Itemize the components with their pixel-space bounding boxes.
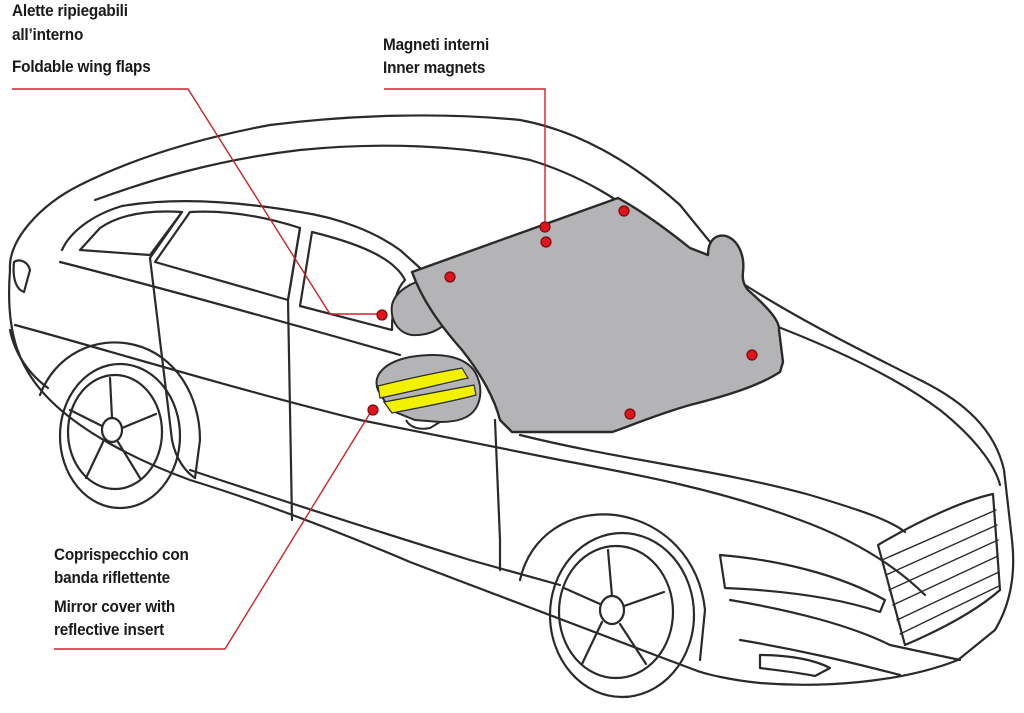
label-mirror-en-2: reflective insert	[54, 620, 165, 639]
flap-marker-icon	[376, 309, 388, 321]
front-bumper	[728, 598, 962, 677]
front-wheel-arch	[518, 513, 707, 662]
b-pillar	[286, 226, 302, 522]
leader-lines	[12, 88, 546, 650]
label-mirror-it-2: banda riflettente	[54, 568, 170, 587]
windshield-cover-icon	[410, 196, 785, 434]
rear-hub	[100, 416, 124, 444]
leader-magnets	[384, 88, 546, 226]
hood-line	[758, 318, 1002, 487]
reflective-band-lower	[382, 384, 477, 414]
mirror-marker-icon	[367, 404, 379, 416]
car-silhouette	[7, 114, 1015, 686]
front-tire	[548, 531, 696, 699]
label-flaps-it-1: Alette ripiegabili	[12, 1, 128, 20]
mirror-cover-icon	[375, 354, 482, 430]
hood-edge	[518, 433, 907, 534]
rear-door-seam	[148, 256, 197, 480]
body-crease	[13, 323, 927, 597]
mirror-stalk	[405, 419, 441, 430]
label-magnets-it: Magneti interni	[383, 35, 490, 54]
front-rim	[557, 544, 675, 680]
front-door-seam	[493, 418, 502, 572]
fog-light	[758, 653, 832, 678]
sill-line	[188, 468, 562, 587]
grille	[876, 492, 1002, 647]
label-magnets-en: Inner magnets	[383, 58, 486, 77]
label-mirror-en-1: Mirror cover with	[54, 597, 176, 616]
window-frame	[60, 200, 422, 270]
rear-tire	[58, 362, 182, 510]
magnet-marker-icon	[618, 205, 630, 217]
label-flaps-en: Foldable wing flaps	[12, 57, 151, 76]
magnet-marker-icon	[746, 349, 758, 361]
reflective-band-upper	[377, 367, 469, 399]
magnet-marker-icon	[444, 271, 456, 283]
magnet-marker-icon	[624, 408, 636, 420]
leader-flaps	[12, 88, 382, 315]
label-flaps-it-2: all’interno	[12, 25, 84, 44]
grille-slats	[881, 509, 1000, 635]
roof-line	[93, 144, 657, 230]
magnet-markers	[367, 205, 758, 420]
rear-spokes	[68, 376, 158, 480]
rear-rim	[66, 373, 164, 491]
label-mirror-it-1: Coprispecchio con	[54, 545, 189, 564]
rear-wheel-arch	[38, 341, 202, 480]
leader-mirror	[54, 409, 373, 650]
magnet-marker-icon	[540, 236, 552, 248]
headlight	[718, 553, 887, 614]
rear-door-window	[153, 210, 302, 302]
front-hub	[598, 594, 626, 626]
front-spokes	[562, 548, 666, 666]
magnet-marker-icon	[539, 221, 551, 233]
rear-bumper	[8, 328, 50, 390]
front-door-window	[298, 230, 407, 332]
taillight	[12, 259, 32, 294]
rear-pillar	[148, 210, 184, 260]
belt-line	[58, 260, 402, 357]
